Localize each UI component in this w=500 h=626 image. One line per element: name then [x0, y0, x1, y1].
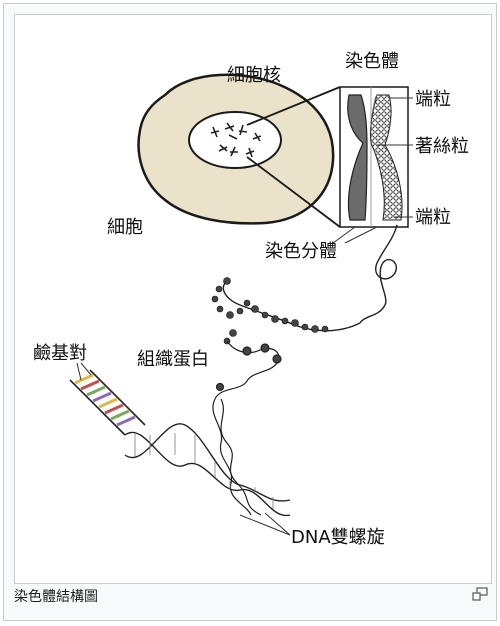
label-base-pairs: 鹼基對: [33, 343, 87, 364]
supercoil: [211, 277, 329, 345]
label-telomere-top: 端粒: [415, 89, 451, 110]
label-pointers: [332, 97, 413, 244]
label-cell: 細胞: [107, 217, 143, 238]
label-chromatid: 染色分體: [265, 241, 337, 262]
chromatin-fiber: [222, 224, 398, 332]
nucleosomes: [214, 340, 282, 400]
base-pair-ladder: [69, 362, 146, 436]
label-chromosome: 染色體: [345, 51, 399, 72]
figure-caption: 染色體結構圖: [14, 589, 98, 605]
label-centromere: 著絲粒: [415, 136, 469, 157]
dna-pointers: [239, 512, 291, 536]
label-telomere-bottom: 端粒: [415, 207, 451, 228]
enlarge-icon[interactable]: [472, 586, 488, 601]
histone-strand: [212, 398, 262, 516]
figure-frame: 細胞 細胞核 染色體 端粒 著絲粒 端粒 染色分體 組織蛋白 鹼基對 DNA雙螺…: [3, 3, 497, 621]
dna-helix: [124, 423, 291, 516]
label-dna-helix: DNA雙螺旋: [291, 527, 385, 548]
zoom-lines: [246, 86, 341, 228]
diagram-canvas: 細胞 細胞核 染色體 端粒 著絲粒 端粒 染色分體 組織蛋白 鹼基對 DNA雙螺…: [33, 51, 469, 548]
enlarge-icon-graphic: [472, 587, 488, 601]
label-histone: 組織蛋白: [137, 349, 209, 370]
label-nucleus: 細胞核: [227, 65, 281, 86]
chromosome-diagram[interactable]: 細胞 細胞核 染色體 端粒 著絲粒 端粒 染色分體 組織蛋白 鹼基對 DNA雙螺…: [14, 14, 492, 584]
chromosome-box: [339, 86, 409, 228]
nucleus-shape: [188, 111, 282, 169]
